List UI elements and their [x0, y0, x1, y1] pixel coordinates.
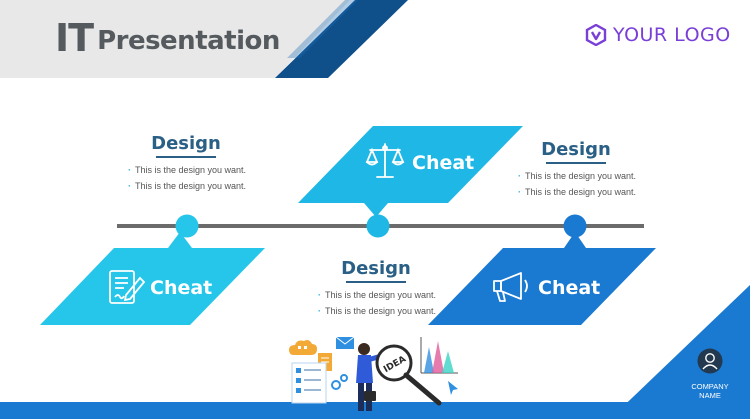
design-block-1: Design This is the design you want. This…	[128, 133, 258, 194]
cheat-label-1: Cheat	[150, 277, 213, 299]
logo-text: YOUR LOGO	[613, 24, 731, 46]
company-name-line2: NAME	[699, 391, 721, 400]
company-name-line1: COMPANY	[691, 382, 729, 391]
design-title-2: Design	[341, 258, 411, 279]
it-illustration: IDEA	[288, 333, 463, 415]
design-rule-3	[546, 162, 606, 164]
design-bullet: This is the design you want.	[128, 178, 258, 194]
header-band	[0, 0, 750, 78]
timeline-node-3	[563, 214, 587, 238]
timeline-node-2	[366, 214, 390, 238]
magnifier-icon: IDEA	[375, 344, 442, 406]
cheat-card-2	[298, 126, 524, 218]
gear-icon	[331, 374, 348, 390]
page-title: IT Presentation	[55, 10, 280, 60]
design-bullet: This is the design you want.	[518, 168, 648, 184]
cloud-icon	[289, 340, 317, 355]
cheat-card-1	[40, 232, 268, 327]
design-bullet: This is the design you want.	[318, 287, 448, 303]
document-pen-icon	[106, 268, 146, 308]
cheat-card-1-shape	[40, 232, 265, 325]
logo-icon	[585, 24, 607, 46]
page-title-main: IT	[55, 16, 94, 60]
balance-scale-icon	[364, 140, 406, 182]
design-rule-2	[346, 281, 406, 283]
header-accent	[0, 0, 750, 78]
footer-corner-shape	[610, 285, 750, 419]
page-title-rest: Presentation	[97, 26, 280, 56]
design-bullet: This is the design you want.	[318, 303, 448, 319]
mini-chart-icon	[420, 337, 458, 374]
person-icon	[697, 348, 723, 374]
design-title-3: Design	[541, 139, 611, 160]
design-title-1: Design	[151, 133, 221, 154]
cursor-icon	[448, 381, 458, 395]
checklist-icon	[291, 362, 327, 404]
cheat-label-3: Cheat	[538, 277, 601, 299]
design-rule-1	[156, 156, 216, 158]
timeline-node-1	[175, 214, 199, 238]
design-bullet: This is the design you want.	[128, 162, 258, 178]
logo: YOUR LOGO	[585, 24, 731, 46]
footer-band	[0, 402, 750, 419]
cheat-card-3-shape	[428, 232, 656, 325]
cheat-card-3	[428, 232, 658, 327]
header-shapes	[0, 0, 408, 78]
cheat-card-2-shape	[298, 126, 523, 217]
cheat-label-2: Cheat	[412, 152, 475, 174]
design-bullet: This is the design you want.	[518, 184, 648, 200]
design-block-3: Design This is the design you want. This…	[518, 139, 648, 200]
design-block-2: Design This is the design you want. This…	[318, 258, 448, 319]
megaphone-icon	[492, 270, 532, 304]
company-logo: COMPANY NAME	[686, 348, 734, 408]
envelope-icon	[335, 336, 355, 349]
